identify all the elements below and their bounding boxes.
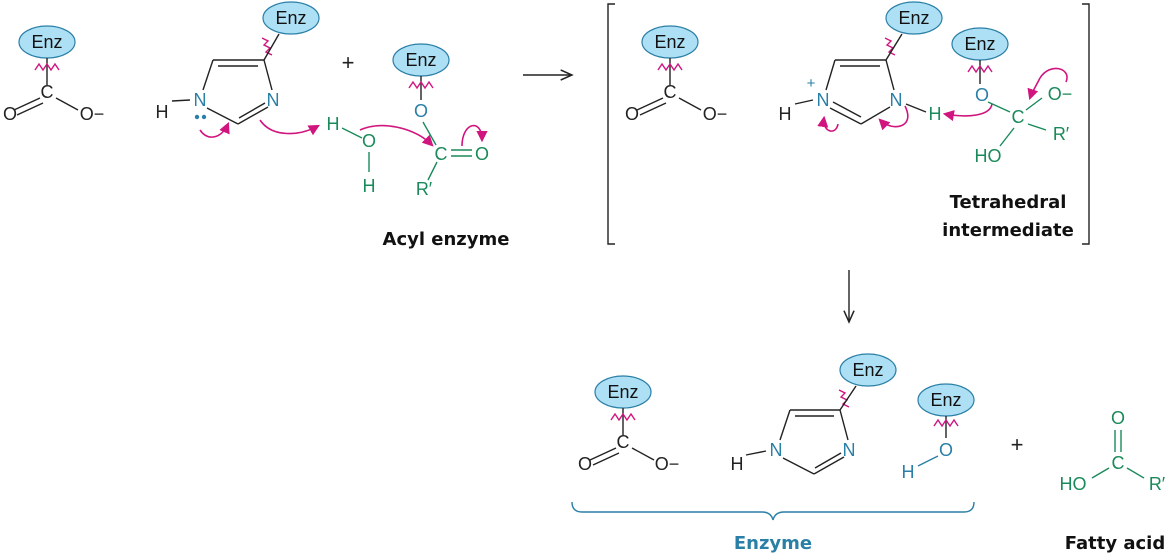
oxygen-atom: O (362, 131, 376, 151)
hydrogen-atom: H (902, 462, 915, 482)
r-group: R′ (1149, 474, 1166, 494)
intermediate-imidazolium: Enz N + N H H (779, 1, 993, 132)
enz-label: Enz (852, 360, 883, 380)
nitrogen-atom: N (770, 440, 783, 460)
hydroxyl-group: HO (1060, 474, 1087, 494)
enz-label: Enz (964, 34, 995, 54)
carbon-atom: C (435, 144, 448, 164)
carbon-atom: C (41, 82, 54, 102)
electron-arrow (1027, 77, 1041, 101)
caption-tetrahedral-line1: Tetrahedral (950, 192, 1067, 213)
lone-pair-dot (201, 114, 207, 120)
product-serine: Enz O H (902, 383, 975, 482)
nitrogen-atom: N (843, 440, 856, 460)
squiggle-bond (610, 412, 636, 422)
carbon-atom: C (1112, 453, 1125, 473)
hydrogen-atom: H (779, 104, 792, 124)
left-bracket (607, 3, 615, 245)
lone-pair-dot (194, 114, 200, 120)
oxygen-atom: O (475, 144, 489, 164)
reactant-imidazole: Enz N N H (156, 1, 320, 138)
enz-label: Enz (31, 32, 62, 52)
enz-label: Enz (275, 8, 306, 28)
oxygen-atom: O (625, 104, 639, 124)
water-molecule: H O H (327, 114, 434, 196)
reactant-carboxylate: Enz C O O− (3, 25, 105, 124)
intermediate-tetrahedral: Enz O C O− R′ HO (951, 27, 1073, 166)
nitrogen-atom: N (890, 90, 903, 110)
nitrogen-atom: N (194, 90, 207, 110)
oxygen-atom: O (3, 104, 17, 124)
enz-label: Enz (654, 32, 685, 52)
product-carboxylate: Enz C O O− (578, 375, 680, 474)
caption-tetrahedral-line2: intermediate (942, 220, 1074, 241)
plus-sign: + (1011, 432, 1024, 457)
squiggle-bond (933, 418, 959, 428)
squiggle-bond (967, 64, 993, 74)
carbon-atom: C (617, 432, 630, 452)
enzyme-oval (885, 1, 943, 35)
r-group: R′ (1053, 124, 1070, 144)
product-fatty-acid: O C HO R′ (1060, 408, 1166, 494)
caption-enzyme: Enzyme (734, 533, 812, 554)
nitrogen-atom: N (817, 90, 830, 110)
enzyme-brace (571, 501, 975, 521)
electron-arrow-tail (1039, 67, 1068, 83)
electron-arrow (259, 119, 320, 136)
nitrogen-atom: N (267, 90, 280, 110)
enzyme-oval (839, 353, 897, 387)
oxygen-anion: O− (80, 104, 105, 124)
oxygen-atom: O (939, 440, 953, 460)
oxygen-atom: O (975, 85, 989, 105)
electron-arrow (199, 121, 230, 138)
acyl-enzyme: Enz O C O R′ (392, 43, 489, 199)
oxygen-atom: O (578, 454, 592, 474)
enz-label: Enz (930, 390, 961, 410)
caption-acyl-enzyme: Acyl enzyme (383, 229, 510, 250)
hydrogen-atom: H (929, 104, 942, 124)
hydrogen-atom: H (327, 114, 340, 134)
product-imidazole: Enz N N H (731, 353, 897, 475)
right-bracket (1082, 3, 1090, 245)
electron-arrow (817, 115, 839, 132)
positive-charge: + (807, 75, 816, 92)
squiggle-bond (408, 80, 434, 90)
electron-arrow (461, 124, 488, 147)
enzyme-oval (262, 1, 320, 35)
squiggle-bond (34, 62, 60, 72)
r-group: R′ (416, 179, 433, 199)
electron-arrow (878, 105, 909, 131)
electron-arrow (359, 124, 434, 147)
oxygen-anion: O− (655, 454, 680, 474)
carbon-atom: C (664, 82, 677, 102)
enz-label: Enz (898, 8, 929, 28)
enz-label: Enz (405, 50, 436, 70)
enz-label: Enz (607, 382, 638, 402)
hydrogen-atom: H (363, 176, 376, 196)
hydroxyl-group: HO (975, 146, 1002, 166)
electron-arrow (942, 103, 993, 122)
carbon-atom: C (1012, 107, 1025, 127)
squiggle-bond (657, 62, 683, 72)
intermediate-carboxylate: Enz C O O− (625, 25, 728, 124)
hydrogen-atom: H (156, 102, 169, 122)
hydrogen-atom: H (731, 454, 744, 474)
squiggle-bond (261, 37, 273, 56)
plus-sign: + (342, 50, 355, 75)
caption-fatty-acid: Fatty acid (1065, 533, 1165, 554)
oxygen-atom: O (414, 101, 428, 121)
oxygen-anion: O− (1048, 84, 1073, 104)
oxygen-atom: O (1111, 408, 1125, 428)
oxygen-anion: O− (703, 104, 728, 124)
